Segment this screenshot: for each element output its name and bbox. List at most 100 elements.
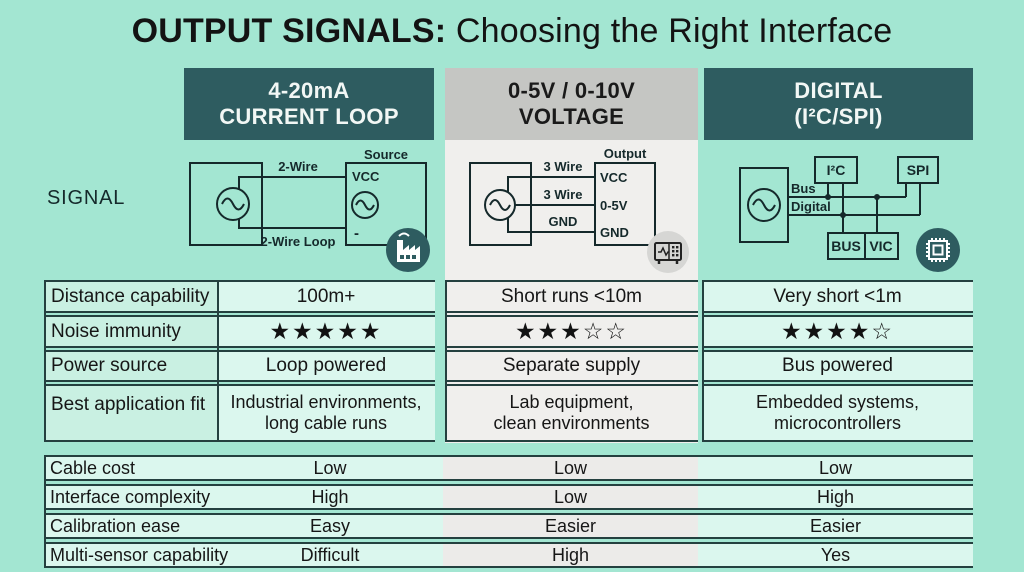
distance-voltage: Short runs <10m [445,280,698,313]
cable-cost-voltage: Low [443,457,698,479]
cell-value-line: Industrial environments, [230,392,422,412]
row-label-text: Power source [51,355,168,376]
oscilloscope-icon [647,231,689,273]
star-rating: ★★★☆☆ [514,318,629,344]
spi-box-label: SPI [907,162,930,178]
wire-label: 3 Wire [544,187,583,202]
cell-value: Low [553,457,588,478]
cable-cost-digital: Low [698,457,973,479]
row-label-noise-immunity: Noise immunity [44,315,217,348]
row-zone [698,544,973,566]
factory-icon [386,228,430,272]
cell-value: High [551,544,590,565]
row-label-best-application-fit: Best application fit [44,384,217,442]
power-voltage: Separate supply [445,350,698,382]
calibration-current-loop: Easy [217,515,443,537]
multi-sensor-voltage: High [443,544,698,566]
row-label-text: Calibration ease [50,515,181,536]
cell-value-line: microcontrollers [773,413,902,433]
cell-value: Separate supply [502,355,641,376]
divider-line [445,280,447,442]
footer-row-multi-sensor: Multi-sensor capability Difficult High Y… [44,542,973,568]
distance-current-loop: 100m+ [217,280,435,313]
cell-value: Low [818,457,853,478]
cell-value: Easier [544,515,597,536]
best-fit-digital: Embedded systems, microcontrollers [702,384,973,442]
source-box-title: Source [364,150,408,162]
cell-value: Loop powered [265,355,387,376]
cable-cost-current-loop: Low [217,457,443,479]
microchip-icon [916,228,960,272]
row-zone [698,515,973,537]
i2c-box-label: I²C [827,162,846,178]
best-fit-current-loop: Industrial environments, long cable runs [217,384,435,442]
pin-label: - [354,225,359,242]
cell-value-line: Lab equipment, [509,392,634,412]
power-current-loop: Loop powered [217,350,435,382]
header-line-2: VOLTAGE [518,104,625,129]
footer-row-label: Multi-sensor capability [50,544,228,566]
wire-label: 2-Wire [278,159,318,174]
column-header-current-loop: 4-20mA CURRENT LOOP [184,68,434,140]
footer-row-interface-complexity: Interface complexity High Low High [44,484,973,510]
cell-value: Low [553,486,588,507]
row-zone [44,457,443,479]
header-line-1: 0-5V / 0-10V [507,78,636,103]
distance-digital: Very short <1m [702,280,973,313]
row-label-power-source: Power source [44,350,217,382]
row-label-text: Interface complexity [50,486,211,507]
cell-value-line: long cable runs [264,413,388,433]
footer-row-cable-cost: Cable cost Low Low Low [44,455,973,481]
complexity-digital: High [698,486,973,508]
column-header-voltage: 0-5V / 0-10V VOLTAGE [445,68,698,140]
header-line-2: (I²C/SPI) [794,104,883,129]
row-zone [443,457,698,479]
row-zone [443,486,698,508]
row-zone [44,486,443,508]
header-line-2: CURRENT LOOP [219,104,399,129]
divider-line [217,280,219,442]
column-header-digital: DIGITAL (I²C/SPI) [704,68,973,140]
footer-row-calibration-ease: Calibration ease Easy Easier Easier [44,513,973,539]
wire-label: 3 Wire [544,159,583,174]
footer-row-label: Cable cost [50,457,135,479]
wire-label: GND [549,214,578,229]
calibration-digital: Easier [698,515,973,537]
noise-rating-voltage: ★★★☆☆ [445,315,698,348]
output-box-title: Output [604,146,647,161]
signal-row-label: SIGNAL [47,187,126,209]
cell-value-line: Embedded systems, [755,392,920,412]
cell-value: High [816,486,855,507]
cell-value-line: clean environments [493,413,650,433]
row-zone [44,544,443,566]
power-digital: Bus powered [702,350,973,382]
digital-circuit-diagram: Bus Digital I²C SPI BUS VIC [739,156,960,272]
page-title-emphasis: OUTPUT SIGNALS: [131,12,447,50]
star-rating: ★★★★★ [269,318,383,344]
cell-value: Easier [809,515,862,536]
row-zone [44,515,443,537]
cell-value: 100m+ [296,285,356,307]
row-label-text: Multi-sensor capability [50,544,229,565]
calibration-voltage: Easier [443,515,698,537]
footer-row-label: Calibration ease [50,515,180,537]
row-label-text: Distance capability [51,285,210,307]
voltage-circuit-diagram: 3 Wire 3 Wire GND Output VCC 0-5V GND [469,146,689,273]
pin-label: GND [600,225,629,240]
best-fit-voltage: Lab equipment, clean environments [445,384,698,442]
pin-label: VCC [600,170,628,185]
noise-rating-digital: ★★★★☆ [702,315,973,348]
row-zone [698,457,973,479]
wire-label: Bus [791,181,816,196]
pin-label: VCC [352,169,380,184]
cell-value: High [311,486,349,507]
complexity-voltage: Low [443,486,698,508]
row-label-distance-capability: Distance capability [44,280,217,313]
divider-line [44,455,46,568]
header-line-1: DIGITAL [794,78,883,103]
cell-value: Very short <1m [773,285,902,307]
star-rating: ★★★★☆ [780,318,895,344]
multi-sensor-digital: Yes [698,544,973,566]
row-zone [698,486,973,508]
